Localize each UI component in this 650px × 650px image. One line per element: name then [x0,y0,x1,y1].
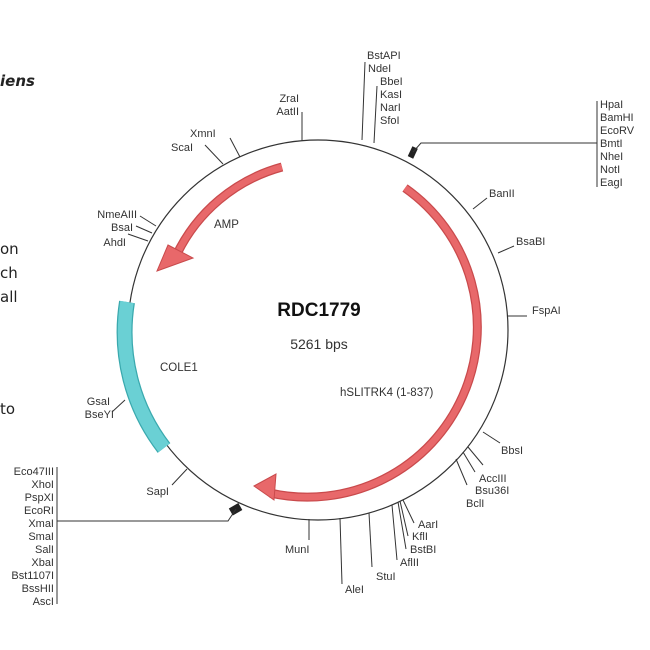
site-label[interactable]: HpaI [600,99,623,111]
site-label[interactable]: BseYI [85,409,114,421]
site-label[interactable]: FspAI [532,305,561,317]
site-label[interactable]: BssHII [22,583,54,595]
plasmid-backbone [127,139,509,521]
tick-bbsi [482,431,501,444]
site-label[interactable]: ScaI [171,142,193,154]
site-labels: BstAPI NdeI BbeI KasI NarI SfoI ZraI Aat… [11,50,634,608]
site-label[interactable]: GsaI [87,396,110,408]
site-label[interactable]: PspXI [25,492,54,504]
site-label[interactable]: XmaI [28,518,54,530]
site-label[interactable]: SmaI [28,531,54,543]
site-label[interactable]: AflII [400,557,419,569]
tick-nmeaiii [139,215,157,227]
tick-bsu36i [462,451,476,473]
tick-bstbi [397,501,407,550]
site-label[interactable]: AarI [418,519,438,531]
tick-aari [402,499,415,524]
tick-stui [368,512,373,568]
site-label[interactable]: NmeAIII [97,209,137,221]
site-label[interactable]: Bst1107I [11,570,54,582]
site-label[interactable]: BsaI [111,222,133,234]
site-label[interactable]: KasI [380,89,402,101]
amp-feature-arc-fill [173,163,283,258]
site-label[interactable]: NotI [600,164,620,176]
tick-scai [204,144,224,165]
tick-mcs-left [57,508,237,522]
tick-gsai [111,399,126,413]
site-label[interactable]: BclI [466,498,484,510]
site-label[interactable]: BbeI [380,76,403,88]
amp-arrowhead [156,244,195,272]
tick-alei [339,517,343,585]
site-label[interactable]: BbsI [501,445,523,457]
site-label[interactable]: MunI [285,544,309,556]
tick-bsai [135,225,153,234]
site-label[interactable]: BanII [489,188,515,200]
site-label[interactable]: Eco47III [14,466,54,478]
site-label[interactable]: EcoRI [24,505,54,517]
site-label[interactable]: BmtI [600,138,623,150]
tick-ahdi [127,233,149,242]
site-label[interactable]: AhdI [103,237,126,249]
side-text-fragment-4: to [0,400,16,418]
site-label[interactable]: EcoRV [600,125,635,137]
hslitrk4-arrowhead [253,473,277,501]
site-label[interactable]: SapI [146,486,169,498]
tick-bsabi [497,245,515,254]
site-label[interactable]: KflI [412,531,428,543]
amp-label: AMP [214,219,239,231]
hslitrk4-feature-arc-fill [269,185,481,501]
tick-bstapi-ndei [361,61,366,141]
site-label[interactable]: SfoI [380,115,400,127]
site-label[interactable]: SalI [35,544,54,556]
side-text-fragment-3: all [0,288,18,306]
hslitrk4-label: hSLITRK4 (1-837) [340,387,433,399]
plasmid-size: 5261 bps [290,336,348,352]
site-label[interactable]: NarI [380,102,401,114]
tick-aflii [391,504,398,561]
cole1-feature-arc-fill [117,300,170,453]
tick-acciii [467,446,484,466]
site-label[interactable]: XmnI [190,128,216,140]
site-label[interactable]: XhoI [31,479,54,491]
site-label[interactable]: Bsu36I [475,485,509,497]
tick-bbei-group [373,85,378,144]
site-label[interactable]: NdeI [368,63,391,75]
tick-banii [472,197,488,210]
site-label[interactable]: AccIII [479,473,507,485]
site-label[interactable]: AatII [276,106,299,118]
tick-mcs-right [412,142,597,153]
site-label[interactable]: ZraI [279,93,299,105]
side-text-fragment-top: iens [0,72,35,90]
site-label[interactable]: BamHI [600,112,634,124]
site-ticks [56,61,598,604]
site-label[interactable]: StuI [376,571,396,583]
tick-xmni [229,137,241,158]
side-text-fragment-2: ch [0,264,18,282]
site-label[interactable]: BstBI [410,544,436,556]
site-label[interactable]: AleI [345,584,364,596]
site-label[interactable]: EagI [600,177,623,189]
site-label[interactable]: BstAPI [367,50,401,62]
tick-sapi [171,468,188,486]
amp-feature-arc[interactable] [171,162,284,258]
site-label[interactable]: NheI [600,151,623,163]
plasmid-name: RDC1779 [277,300,360,321]
tick-bcli [455,458,468,486]
site-label[interactable]: AscI [33,596,54,608]
tick-kfli [399,500,409,537]
site-label[interactable]: BsaBI [516,236,545,248]
side-text-fragment-1: on [0,240,19,258]
site-label[interactable]: XbaI [31,557,54,569]
cole1-label: COLE1 [160,362,198,374]
